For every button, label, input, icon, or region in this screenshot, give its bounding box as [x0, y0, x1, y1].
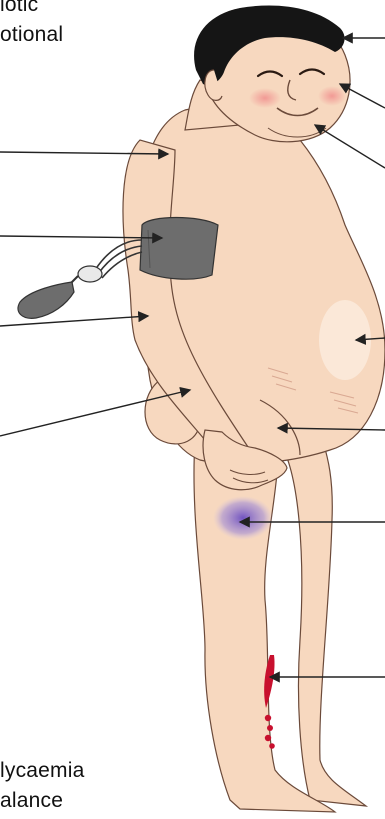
pointer-elbow — [0, 316, 148, 326]
bruise-icon — [213, 496, 273, 540]
legs — [194, 430, 366, 812]
pointer-chin — [315, 125, 385, 168]
head — [185, 5, 350, 141]
